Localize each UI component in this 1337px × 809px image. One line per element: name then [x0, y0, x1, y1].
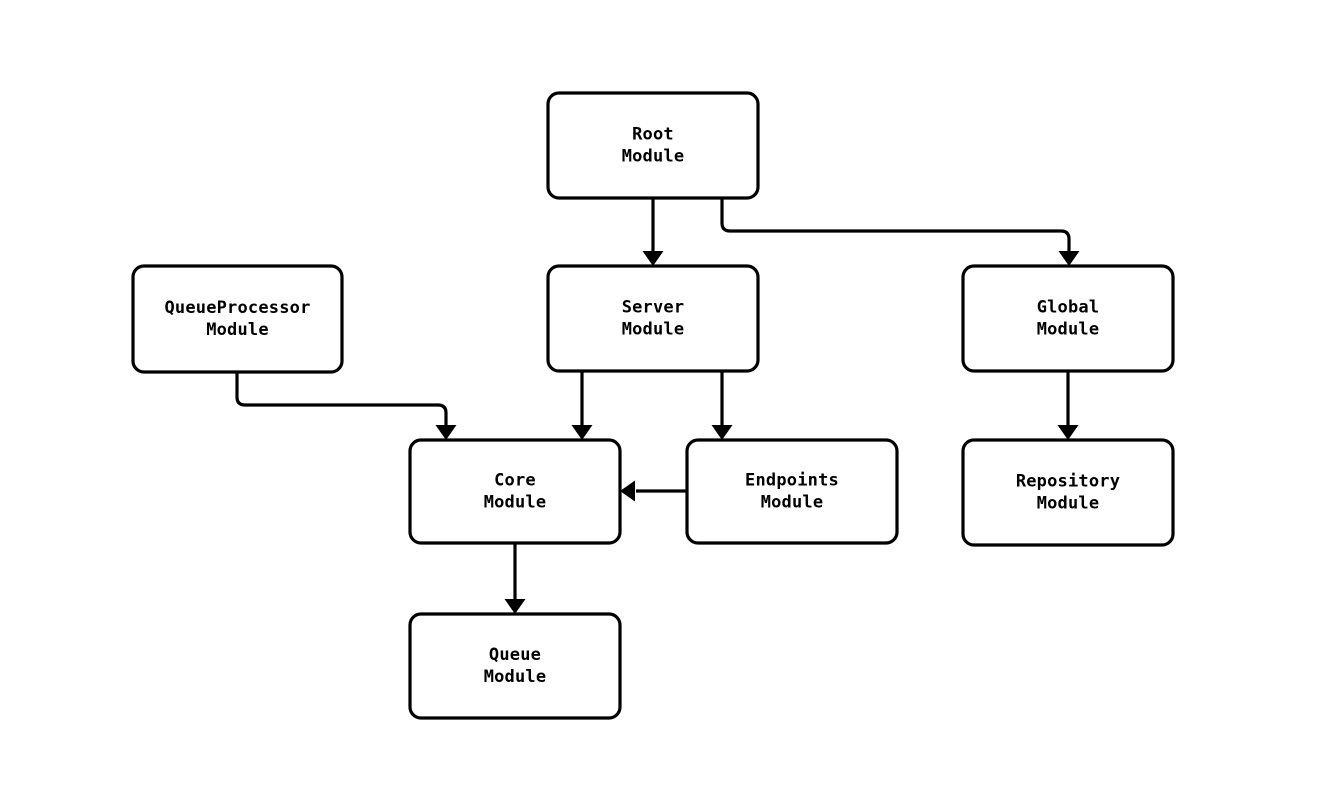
repository-module-node-label-line1: Repository: [1016, 472, 1120, 492]
edge-core-to-queue-arrowhead-icon: [504, 599, 526, 614]
edge-global-to-repository-arrowhead-icon: [1057, 425, 1079, 440]
edge-server-to-core-arrowhead-icon: [571, 425, 593, 440]
endpoints-module-node-box[interactable]: [685, 438, 899, 545]
server-module-node-label-line1: Server: [622, 298, 685, 318]
queueprocessor-module-node-box[interactable]: [131, 264, 344, 374]
repository-module-node-label-line2: Module: [1037, 494, 1100, 514]
edge-queueprocessor-to-core-line: [235, 372, 448, 426]
edge-root-to-global: [720, 198, 1080, 266]
global-module-node-box[interactable]: [961, 264, 1175, 373]
edge-root-to-server: [642, 198, 664, 266]
edge-server-to-core: [571, 371, 593, 440]
nodes-layer: RootModuleQueueProcessorModuleServerModu…: [131, 91, 1175, 720]
root-module-node-label-line2: Module: [622, 147, 685, 167]
root-module-node-label-line1: Root: [632, 125, 674, 145]
queue-module-node-label-line1: Queue: [489, 645, 541, 665]
queue-module-node-box[interactable]: [408, 612, 622, 720]
queueprocessor-module-node-label-line2: Module: [206, 320, 269, 340]
edge-server-to-endpoints-arrowhead-icon: [711, 425, 733, 440]
server-module-node-label-line2: Module: [622, 320, 685, 340]
server-module-node-box[interactable]: [546, 264, 760, 373]
edge-root-to-global-arrowhead-icon: [1058, 251, 1080, 266]
edges-layer: [235, 198, 1080, 614]
core-module-node-label-line2: Module: [484, 493, 547, 513]
core-module-node-label-line1: Core: [494, 471, 536, 491]
edge-endpoints-to-core: [620, 480, 687, 502]
edge-queueprocessor-to-core: [235, 372, 457, 440]
endpoints-module-node-label-line2: Module: [761, 493, 824, 513]
edge-core-to-queue: [504, 543, 526, 614]
edge-root-to-server-arrowhead-icon: [642, 251, 664, 266]
root-module-node-box[interactable]: [546, 91, 760, 200]
global-module-node-label-line2: Module: [1037, 320, 1100, 340]
repository-module-node-box[interactable]: [961, 438, 1175, 547]
edge-server-to-endpoints: [711, 371, 733, 440]
endpoints-module-node-label-line1: Endpoints: [745, 471, 839, 491]
core-module-node-box[interactable]: [408, 438, 622, 545]
edge-root-to-global-line: [720, 198, 1071, 252]
queue-module-node-label-line2: Module: [484, 667, 547, 687]
global-module-node-label-line1: Global: [1037, 298, 1100, 318]
edge-endpoints-to-core-arrowhead-icon: [620, 480, 635, 502]
edge-global-to-repository: [1057, 371, 1079, 440]
queueprocessor-module-node-label-line1: QueueProcessor: [164, 298, 310, 318]
edge-queueprocessor-to-core-arrowhead-icon: [435, 425, 457, 440]
